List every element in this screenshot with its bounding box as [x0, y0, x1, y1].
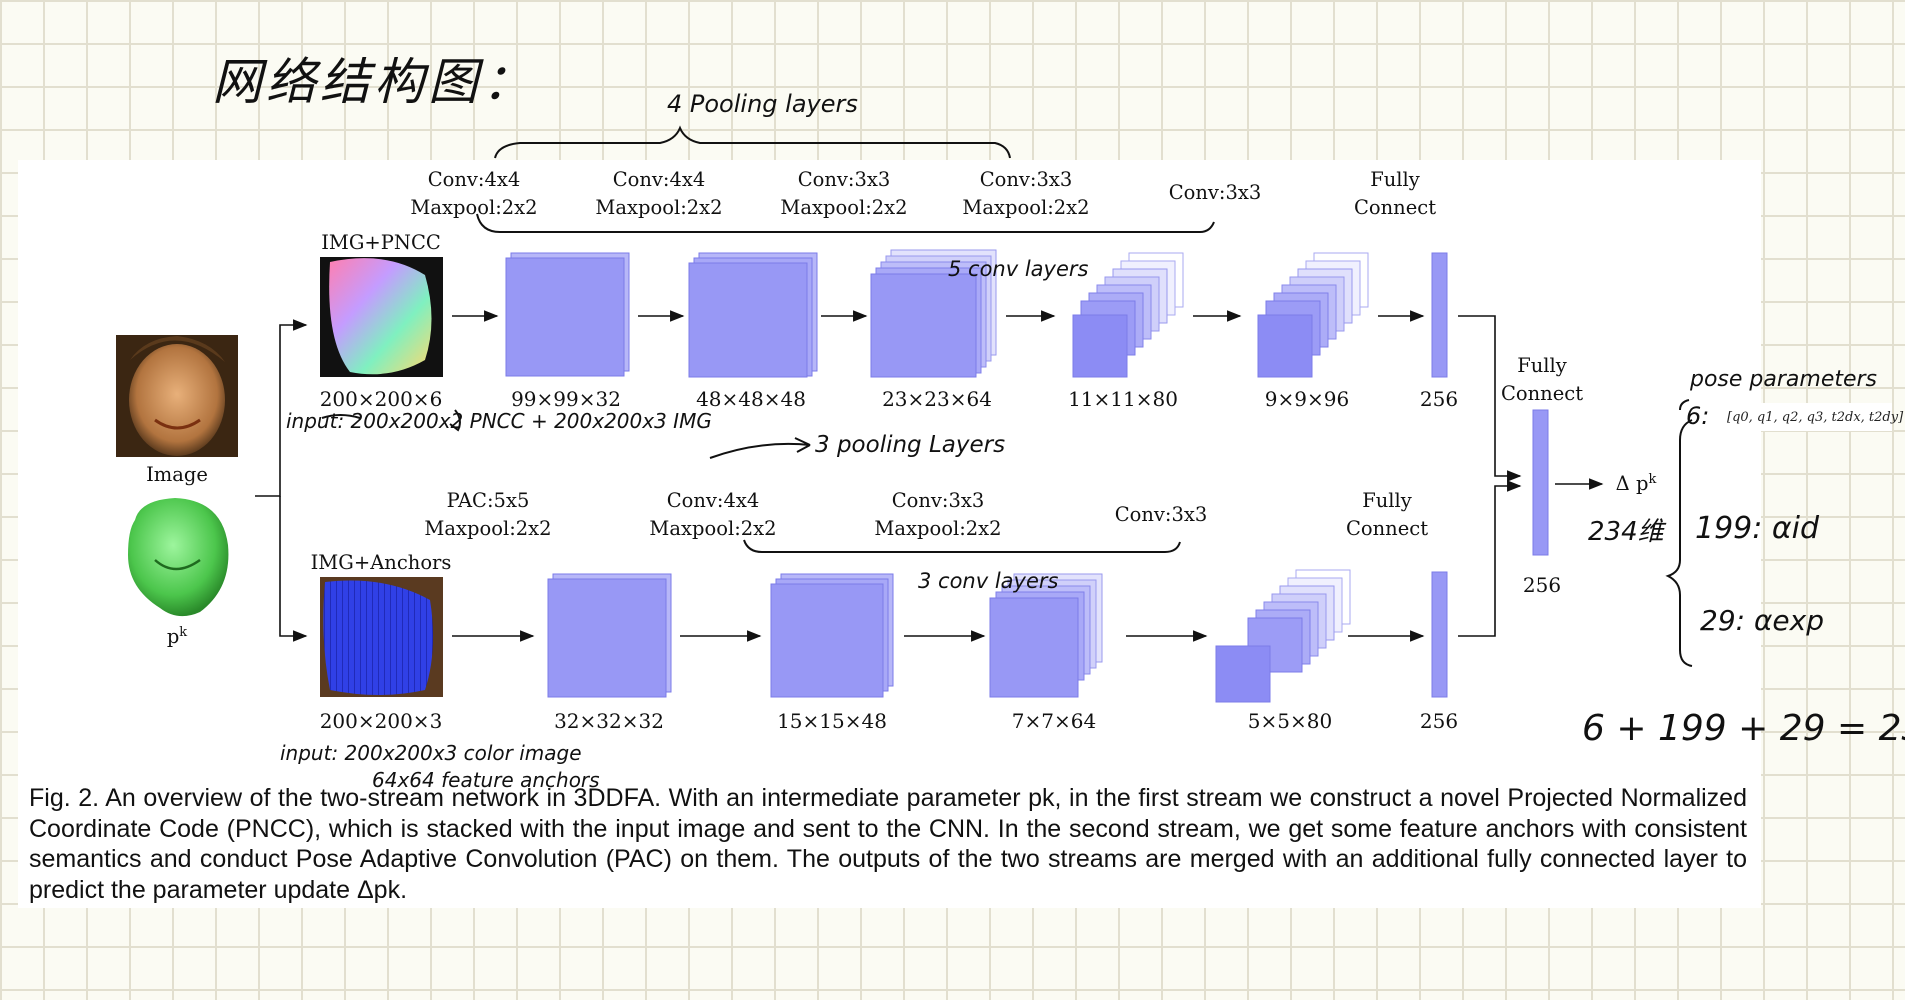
top-layer-5 [1257, 252, 1369, 378]
top-op-1-line1: Conv:4x4 [428, 168, 521, 191]
bottom-dim-5: 5×5×80 [1248, 709, 1332, 733]
bottom-layer-3 [989, 573, 1103, 698]
bottom-op-1-line2: Maxpool:2x2 [424, 517, 551, 540]
annotation-input-bottom-1: input: 200x200x3 color image [280, 741, 582, 765]
bottom-op-labels: PAC:5x5 Maxpool:2x2 Conv:4x4 Maxpool:2x2… [424, 489, 1428, 540]
bottom-op-2-line2: Maxpool:2x2 [649, 517, 776, 540]
annotation-3-pooling: 3 pooling Layers [815, 432, 1005, 458]
bottom-layer-2 [770, 573, 894, 698]
merge-fc-line1: Fully [1517, 354, 1567, 377]
bottom-fc-layer [1431, 571, 1448, 698]
output-delta-pk: Δ pk [1616, 472, 1657, 496]
bottom-op-1-line1: PAC:5x5 [447, 489, 530, 512]
bottom-layer-4 [1215, 569, 1351, 703]
top-op-4-line1: Conv:3x3 [980, 168, 1073, 191]
bottom-dim-4: 7×7×64 [1012, 709, 1096, 733]
top-dim-4: 23×23×64 [882, 387, 992, 411]
bottom-input-label: IMG+Anchors [311, 551, 452, 574]
bottom-dim-6: 256 [1420, 709, 1458, 733]
annotation-3-conv: 3 conv layers [918, 569, 1059, 593]
top-op-5-line1: Conv:3x3 [1169, 181, 1262, 204]
top-op-2-line2: Maxpool:2x2 [595, 196, 722, 219]
branch-arrow-bottom [279, 496, 308, 642]
top-op-4-line2: Maxpool:2x2 [962, 196, 1089, 219]
figure-caption: Fig. 2. An overview of the two-stream ne… [29, 784, 1747, 904]
merge-fc-line2: Connect [1501, 382, 1583, 405]
top-dims: 200×200×6 99×99×32 48×48×48 23×23×64 11×… [320, 387, 1458, 411]
bottom-op-2-line1: Conv:4x4 [667, 489, 760, 512]
merge-arrows [1458, 315, 1604, 637]
image-label: Image [146, 463, 208, 486]
input-face-photo [116, 335, 238, 457]
3d-face-model [128, 498, 229, 617]
pncc-image [320, 257, 443, 377]
top-op-3-line1: Conv:3x3 [798, 168, 891, 191]
pk-label: pk [167, 625, 187, 649]
top-fc-line2: Connect [1354, 196, 1436, 219]
top-dim-7: 256 [1420, 387, 1458, 411]
top-fc-layer [1431, 252, 1448, 378]
top-layer-4 [1072, 252, 1184, 378]
annotation-5-conv: 5 conv layers [948, 257, 1089, 281]
annotation-input-bottom-2: 64x64 feature anchors [372, 768, 600, 792]
bottom-layer-1 [547, 573, 672, 698]
annotation-4-pooling: 4 Pooling layers [667, 90, 858, 118]
bottom-op-3-line1: Conv:3x3 [892, 489, 985, 512]
annotation-alpha-id: 199: αid [1695, 511, 1820, 546]
annotation-pose-parameters: pose parameters [1689, 367, 1877, 392]
top-input-label: IMG+PNCC [321, 231, 441, 254]
annotation-pose-vector: [q0, q1, q2, q3, t2dx, t2dy] [1727, 410, 1904, 425]
top-layer-3 [870, 249, 997, 378]
top-op-3-line2: Maxpool:2x2 [780, 196, 907, 219]
bottom-fc-line2: Connect [1346, 517, 1428, 540]
top-dim-1: 200×200×6 [320, 387, 443, 411]
branch-arrow-top [255, 319, 308, 497]
annotation-sum: 6 + 199 + 29 = 234 [1582, 708, 1905, 749]
top-layer-1 [505, 252, 630, 377]
annotation-pose-6: 6: [1686, 402, 1709, 430]
pose-vector-box [1722, 403, 1892, 431]
bottom-dims: 200×200×3 32×32×32 15×15×48 7×7×64 5×5×8… [320, 709, 1458, 733]
merge-fc-layer [1532, 409, 1549, 556]
top-dim-3: 48×48×48 [696, 387, 806, 411]
merge-dim: 256 [1523, 573, 1561, 597]
bottom-dim-3: 15×15×48 [777, 709, 887, 733]
bottom-dim-1: 200×200×3 [320, 709, 443, 733]
top-op-2-line1: Conv:4x4 [613, 168, 706, 191]
bottom-dim-2: 32×32×32 [554, 709, 664, 733]
bottom-op-3-line2: Maxpool:2x2 [874, 517, 1001, 540]
handwritten-braces [321, 125, 1693, 667]
top-dim-5: 11×11×80 [1068, 387, 1178, 411]
annotation-input-top: input: 200x200x2 PNCC + 200x200x3 IMG [286, 409, 712, 433]
top-dim-2: 99×99×32 [511, 387, 621, 411]
top-op-labels: Conv:4x4 Maxpool:2x2 Conv:4x4 Maxpool:2x… [410, 168, 1436, 219]
top-dim-6: 9×9×96 [1265, 387, 1349, 411]
top-layer-2 [688, 252, 818, 378]
top-op-1-line2: Maxpool:2x2 [410, 196, 537, 219]
annotation-alpha-exp: 29: αexp [1700, 604, 1824, 637]
anchors-image [320, 577, 443, 697]
page-title: 网络结构图： [212, 53, 536, 111]
bottom-fc-line1: Fully [1362, 489, 1412, 512]
bottom-op-4-line1: Conv:3x3 [1115, 503, 1208, 526]
annotation-234-dim: 234维 [1588, 517, 1667, 547]
top-fc-line1: Fully [1370, 168, 1420, 191]
